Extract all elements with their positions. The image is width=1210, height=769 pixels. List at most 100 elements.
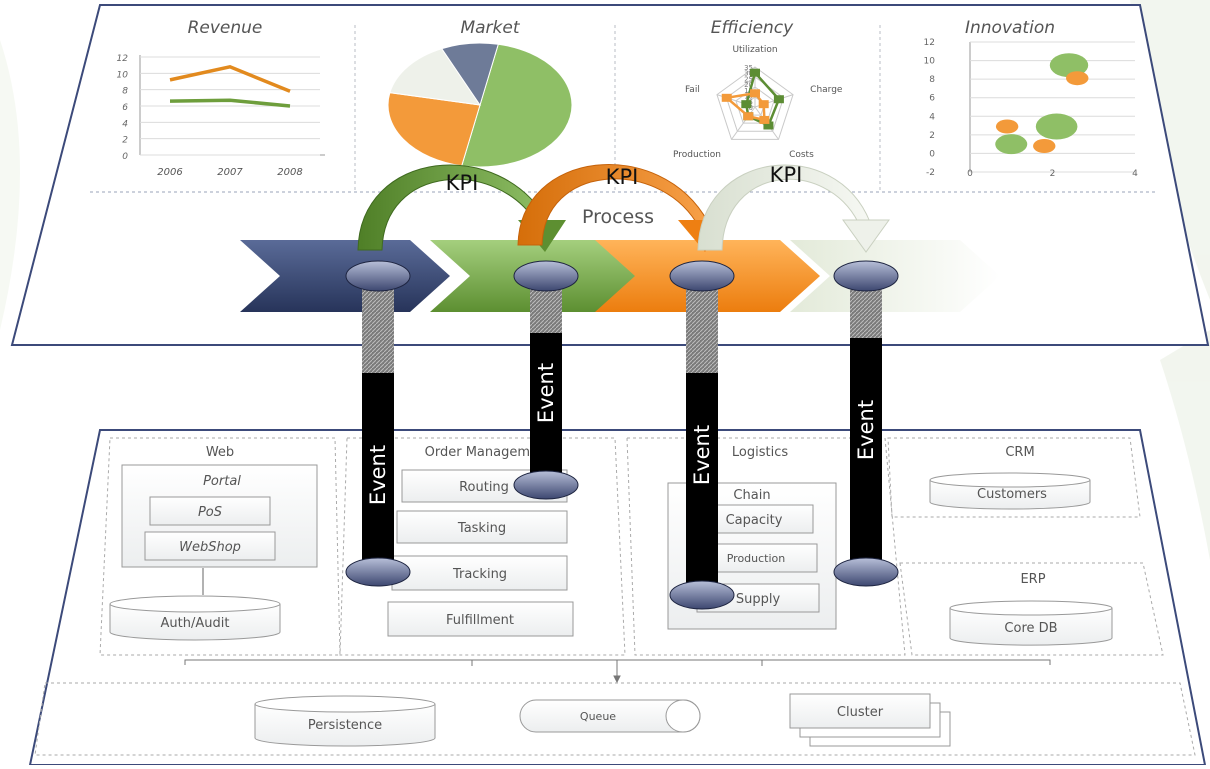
cluster-box bbox=[789, 693, 931, 729]
innovation-bubble bbox=[995, 134, 1028, 155]
event-pillar-3: Event bbox=[669, 260, 735, 610]
radar-axis-label: Utilization bbox=[732, 45, 777, 55]
radar-tick: 20 bbox=[744, 81, 753, 89]
radar-tick: 25 bbox=[744, 75, 753, 83]
radar-marker bbox=[763, 121, 774, 130]
innovation-y-tick: 4 bbox=[929, 112, 935, 122]
innovation-x-tick: 0 bbox=[967, 169, 973, 179]
innovation-bubble bbox=[1049, 53, 1089, 78]
core-db bbox=[949, 608, 1113, 646]
web-title: Web bbox=[206, 445, 234, 460]
innovation-y-tick: 10 bbox=[924, 57, 936, 67]
market-chart bbox=[387, 42, 573, 168]
market-pie-slice bbox=[387, 92, 481, 167]
event-pillar-2: Event bbox=[513, 260, 579, 500]
innovation-bubble bbox=[995, 119, 1019, 134]
radar-series-line bbox=[745, 70, 781, 128]
innovation-title: Innovation bbox=[965, 18, 1055, 38]
capacity-label: Capacity bbox=[726, 513, 783, 528]
innovation-y-tick: 8 bbox=[929, 75, 935, 85]
radar-marker bbox=[741, 100, 752, 109]
cluster-label: Cluster bbox=[837, 705, 884, 720]
erp-title: ERP bbox=[1020, 572, 1045, 587]
chain-label: Chain bbox=[733, 488, 770, 503]
event-label-4: Event bbox=[854, 400, 878, 460]
efficiency-chart: 35302520151050 UtilizationChargeCostsPro… bbox=[673, 45, 843, 160]
fulfillment-box bbox=[387, 601, 574, 637]
event-label-1: Event bbox=[366, 445, 390, 505]
tracking-box bbox=[391, 555, 568, 591]
web-section: Web Portal PoS WebShop Auth/Audit bbox=[99, 437, 341, 656]
revenue-chart: 12 10 8 6 4 2 0 2006 2007 2008 bbox=[117, 54, 325, 178]
radar-tick: 35 bbox=[744, 64, 753, 72]
customers-label: Customers bbox=[977, 487, 1047, 502]
efficiency-title: Efficiency bbox=[711, 18, 794, 38]
crm-title: CRM bbox=[1005, 445, 1034, 460]
radar-tick: 15 bbox=[744, 87, 753, 95]
radar-axis-label: Costs bbox=[789, 150, 814, 160]
kpi-label-3: KPI bbox=[770, 163, 803, 187]
revenue-y-tick: 6 bbox=[122, 103, 128, 113]
radar-marker bbox=[750, 68, 760, 77]
innovation-y-tick: 2 bbox=[929, 131, 935, 141]
innovation-y-tick: 6 bbox=[929, 94, 935, 104]
radar-marker bbox=[759, 115, 770, 124]
innovation-bubble bbox=[1066, 71, 1089, 86]
queue-label: Queue bbox=[580, 710, 616, 723]
auth-label: Auth/Audit bbox=[161, 616, 230, 631]
event-label-2: Event bbox=[534, 363, 558, 423]
innovation-bubble bbox=[1033, 139, 1056, 153]
innovation-y-tick: -2 bbox=[926, 168, 935, 178]
webshop-label: WebShop bbox=[179, 540, 241, 555]
radar-axis-label: Production bbox=[673, 150, 721, 160]
innovation-x-tick: 4 bbox=[1132, 169, 1138, 179]
revenue-series-line bbox=[169, 98, 291, 108]
bus-connectors bbox=[184, 659, 1051, 684]
production-label: Production bbox=[727, 552, 786, 565]
auth-db bbox=[109, 604, 281, 641]
kpi-label-2: KPI bbox=[606, 165, 639, 189]
innovation-x-tick: 2 bbox=[1050, 169, 1056, 179]
radar-ring bbox=[716, 66, 794, 140]
revenue-x-tick: 2008 bbox=[277, 167, 302, 178]
erp-section: ERP Core DB bbox=[899, 562, 1164, 656]
revenue-y-tick: 8 bbox=[122, 87, 128, 97]
radar-marker bbox=[743, 112, 754, 121]
supply-label: Supply bbox=[736, 592, 781, 607]
revenue-x-tick: 2006 bbox=[157, 167, 182, 178]
customers-db bbox=[929, 480, 1091, 510]
crm-section: CRM Customers bbox=[887, 437, 1141, 518]
pos-box bbox=[149, 496, 271, 526]
radar-ring bbox=[735, 86, 775, 124]
revenue-x-tick: 2007 bbox=[217, 167, 243, 178]
revenue-y-tick: 4 bbox=[122, 119, 128, 129]
infrastructure-section: Persistence Queue Cluster bbox=[34, 682, 1196, 756]
core-db-label: Core DB bbox=[1004, 621, 1057, 636]
market-title: Market bbox=[460, 18, 520, 38]
event-pillar-4: Event bbox=[833, 260, 899, 587]
process-step-1 bbox=[240, 240, 450, 312]
tasking-box bbox=[396, 510, 568, 544]
event-label-3: Event bbox=[690, 425, 714, 485]
routing-label: Routing bbox=[459, 480, 509, 495]
innovation-bubble bbox=[1035, 113, 1078, 140]
radar-marker bbox=[750, 89, 760, 98]
revenue-y-tick: 10 bbox=[117, 70, 129, 80]
order-section: Order Management Routing Tasking Trackin… bbox=[339, 437, 626, 656]
kpi-arrow-3 bbox=[697, 164, 890, 253]
radar-marker bbox=[758, 100, 769, 109]
revenue-y-tick: 12 bbox=[117, 54, 129, 64]
tasking-label: Tasking bbox=[457, 521, 506, 536]
revenue-y-tick: 2 bbox=[122, 136, 128, 146]
fulfillment-label: Fulfillment bbox=[446, 613, 514, 628]
order-title: Order Management bbox=[425, 445, 552, 460]
innovation-y-tick: 0 bbox=[929, 149, 935, 159]
radar-marker bbox=[721, 93, 732, 102]
radar-axis-label: Charge bbox=[810, 85, 843, 95]
innovation-y-tick: 12 bbox=[924, 38, 935, 48]
radar-tick: 30 bbox=[744, 70, 753, 78]
market-pie-slice bbox=[389, 48, 482, 106]
radar-marker bbox=[773, 95, 784, 104]
revenue-y-tick: 0 bbox=[122, 152, 128, 162]
